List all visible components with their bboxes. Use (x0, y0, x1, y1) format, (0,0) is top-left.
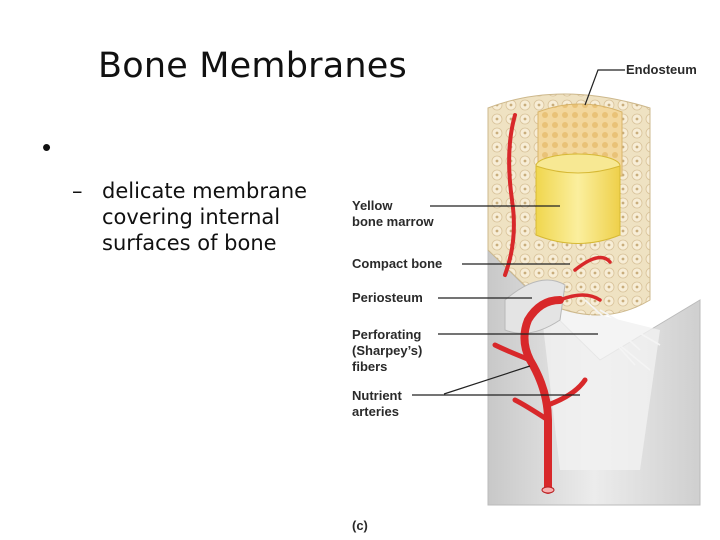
sharpey-fibers (584, 299, 661, 371)
label-yellow-marrow-2: bone marrow (352, 214, 434, 229)
label-endosteum: Endosteum (626, 62, 697, 77)
label-periosteum: Periosteum (352, 290, 423, 305)
label-nutrient-2: arteries (352, 404, 399, 419)
sub-bullet-dash: – (72, 179, 83, 203)
leader-nutrient-arteries-diag (443, 365, 531, 395)
artery-upper-right (558, 255, 612, 302)
label-panel: (c) (352, 518, 368, 533)
artery-upper (503, 113, 517, 277)
label-compact-bone: Compact bone (352, 256, 443, 271)
sub-bullet: – delicate membrane covering internal su… (72, 178, 342, 256)
label-perforating-1: Perforating (352, 327, 422, 342)
nutrient-artery-branch (492, 342, 588, 423)
slide-title: Bone Membranes (98, 46, 407, 86)
sub-bullet-text: delicate membrane covering internal surf… (102, 179, 308, 255)
yellow-marrow-body (535, 165, 621, 244)
label-yellow-marrow-1: Yellow (352, 198, 393, 213)
artery-cut-end (541, 486, 555, 494)
label-perforating-3: fibers (352, 359, 388, 374)
leader-endosteum (584, 69, 625, 106)
label-perforating-2: (Sharpey’s) (352, 343, 423, 358)
bone-shaft-inner-tissue (540, 300, 660, 470)
nutrient-artery-main (520, 296, 564, 494)
label-nutrient-1: Nutrient (352, 388, 402, 403)
bullet-point: • (42, 132, 52, 162)
